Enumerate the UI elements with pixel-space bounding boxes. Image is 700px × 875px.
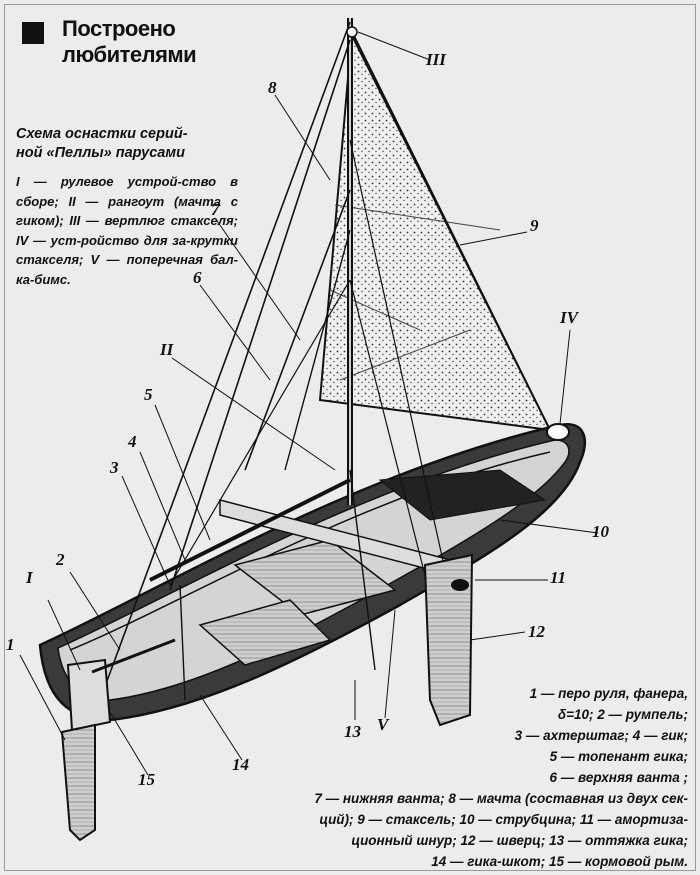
legend-line: 7 — нижняя ванта; 8 — мачта (составная и… bbox=[314, 791, 688, 806]
tiller bbox=[91, 638, 176, 674]
callout-roman-2: II bbox=[160, 340, 174, 359]
staysail bbox=[318, 28, 552, 432]
centerboard bbox=[423, 553, 474, 727]
legend-line: 5 — топенант гика; bbox=[549, 749, 688, 764]
header-title-line2: любителями bbox=[62, 42, 197, 67]
callout-3: 3 bbox=[110, 458, 119, 477]
clamp bbox=[451, 579, 469, 591]
callout-2: 2 bbox=[56, 550, 65, 569]
callout-13: 13 bbox=[344, 722, 361, 741]
rudder-head bbox=[66, 658, 112, 732]
callout-roman-4: IV bbox=[560, 308, 578, 327]
lower-shroud-2 bbox=[284, 229, 351, 471]
legend-line: 3 — ахтерштаг; 4 — гик; bbox=[514, 728, 688, 743]
legend-line: ций); 9 — стаксель; 10 — струбцина; 11 —… bbox=[319, 812, 688, 827]
legend-roman: I — рулевое устрой-ство в сборе; II — ра… bbox=[16, 174, 238, 287]
callout-14: 14 bbox=[232, 755, 249, 774]
header-title: Построено любителями bbox=[62, 16, 197, 68]
callout-11: 11 bbox=[550, 568, 567, 587]
callout-6: 6 bbox=[193, 268, 202, 287]
legend-line: 14 — гика-шкот; 15 — кормовой рым. bbox=[431, 854, 688, 869]
callout-roman-1: I bbox=[26, 568, 33, 587]
boom-vang bbox=[349, 469, 376, 671]
callout-10: 10 bbox=[592, 522, 609, 541]
legend-line: 6 — верхняя ванта ; bbox=[549, 770, 688, 785]
middle-thwart bbox=[233, 539, 397, 616]
caption-line1: Схема оснастки серий- bbox=[16, 126, 188, 142]
sail-seam-2 bbox=[329, 289, 421, 331]
figure-frame bbox=[4, 4, 696, 871]
backstay bbox=[99, 21, 351, 701]
topping-lift bbox=[169, 279, 351, 586]
furling-device bbox=[546, 423, 570, 441]
figure-caption: Схема оснастки серий- ной «Пеллы» паруса… bbox=[16, 125, 236, 163]
callout-4: 4 bbox=[128, 432, 137, 451]
lower-shroud bbox=[244, 189, 351, 471]
caption-line2: ной «Пеллы» парусами bbox=[16, 145, 185, 161]
callout-12: 12 bbox=[528, 622, 545, 641]
sheet-line-2 bbox=[349, 139, 446, 571]
mainsheet bbox=[179, 584, 186, 701]
callout-8: 8 bbox=[268, 78, 277, 97]
legend-line: δ=10; 2 — румпель; bbox=[557, 707, 688, 722]
legend-line: ционный шнур; 12 — шверц; 13 — оттяжка г… bbox=[351, 833, 688, 848]
forestay bbox=[349, 31, 551, 431]
aft-bench bbox=[198, 599, 332, 666]
sail-seam-1 bbox=[334, 204, 501, 231]
callout-roman-5: V bbox=[377, 715, 389, 734]
rudder-blade bbox=[60, 723, 96, 842]
upper-shroud bbox=[169, 39, 351, 591]
callout-1: 1 bbox=[6, 635, 15, 654]
forward-seat bbox=[378, 469, 547, 521]
callout-7: 7 bbox=[211, 200, 220, 219]
sheet-line bbox=[349, 279, 431, 596]
callout-15: 15 bbox=[138, 770, 155, 789]
swivel bbox=[346, 26, 358, 38]
callout-roman-3: III bbox=[426, 50, 446, 69]
legend-line: 1 — перо руля, фанера, bbox=[529, 686, 688, 701]
header-title-line1: Построено bbox=[62, 16, 176, 41]
header-marker bbox=[22, 22, 44, 44]
legend-numbered: 1 — перо руля, фанера, δ=10; 2 — румпель… bbox=[268, 683, 688, 872]
callout-5: 5 bbox=[144, 385, 153, 404]
sail-seam-3 bbox=[339, 329, 471, 381]
callout-9: 9 bbox=[530, 216, 539, 235]
